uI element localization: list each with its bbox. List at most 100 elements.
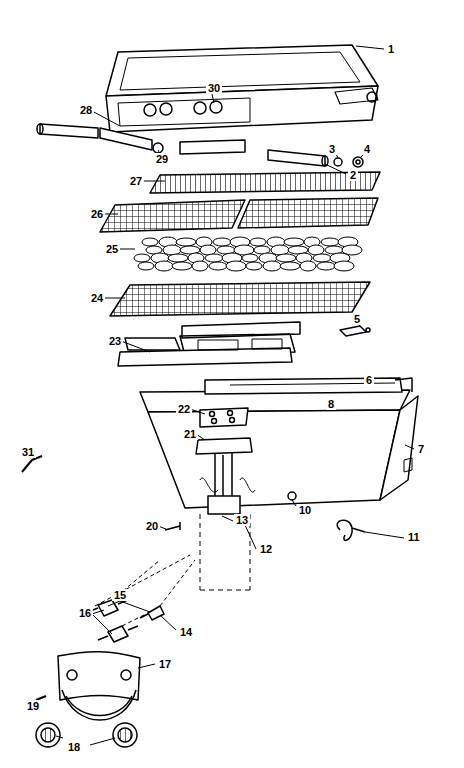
callout-number: 13 (234, 514, 250, 526)
drawing-stroke (288, 492, 296, 500)
callout-number: 10 (297, 504, 313, 516)
drawing-stroke (356, 160, 360, 164)
drawing-stroke (112, 560, 160, 626)
drawing-stroke (252, 339, 282, 349)
callout-number: 5 (352, 313, 362, 325)
drawing-stroke (113, 723, 137, 747)
drawing-stroke (100, 200, 245, 232)
drawing-stroke (208, 496, 240, 514)
drawing-stroke (153, 143, 163, 153)
handle-parts (37, 124, 363, 167)
callout-number: 30 (206, 82, 222, 94)
drawing-stroke (144, 104, 156, 116)
lava-rock (176, 238, 196, 246)
lava-rock (209, 262, 227, 270)
callout-number: 27 (128, 175, 144, 187)
drawing-stroke (56, 736, 115, 745)
drawing-stroke (95, 555, 195, 606)
callout-number: 21 (182, 428, 198, 440)
drawing-stroke (356, 46, 384, 49)
drawing-stroke (196, 438, 252, 454)
drawing-stroke (200, 408, 248, 427)
bracket (340, 326, 370, 336)
callout-number: 25 (104, 243, 120, 255)
drawing-stroke (194, 102, 206, 114)
callout-number: 19 (25, 700, 41, 712)
rock-grate-lower (110, 282, 370, 316)
drawing-stroke (37, 124, 43, 134)
lava-rock (226, 261, 246, 271)
drawing-stroke (210, 412, 215, 417)
drawing-stroke (222, 516, 233, 521)
drawing-stroke (22, 45, 418, 747)
drawing-stroke (230, 418, 235, 423)
drawing-stroke (148, 410, 400, 508)
valves (88, 555, 195, 642)
lava-rock (280, 262, 300, 270)
drawing-stroke (238, 198, 378, 228)
drawing-stroke (200, 478, 255, 492)
drawing-stroke (353, 157, 363, 167)
drawing-stroke (138, 664, 155, 668)
lava-rock (205, 254, 223, 262)
callout-number: 4 (362, 143, 372, 155)
lava-rock (168, 254, 188, 262)
control-knobs (36, 723, 137, 747)
drawing-stroke (118, 728, 132, 742)
drawing-stroke (40, 124, 98, 138)
callout-number: 14 (178, 626, 194, 638)
drawing-stroke (121, 670, 131, 680)
drawing-stroke (92, 111, 120, 126)
drawing-stroke (58, 652, 140, 700)
burner (118, 322, 300, 366)
drawing-stroke (41, 728, 55, 742)
callout-number: 18 (66, 741, 82, 753)
drawing-stroke (121, 341, 150, 352)
lava-rock (142, 238, 158, 246)
callout-number: 20 (144, 520, 160, 532)
drawing-stroke (180, 140, 245, 154)
drawing-stroke (62, 690, 136, 720)
drawing-stroke (103, 214, 118, 215)
lava-rock (200, 245, 216, 255)
drawing-stroke (118, 98, 250, 126)
drawing-stroke (100, 128, 152, 150)
drawing-stroke (106, 86, 378, 132)
lava-rock (263, 261, 281, 271)
drawing-stroke (366, 328, 370, 332)
callout-number: 16 (77, 607, 93, 619)
drawing-stroke (125, 338, 180, 350)
firebox (140, 378, 418, 508)
drawing-stroke (405, 445, 414, 449)
drawing-stroke (92, 610, 112, 634)
drawing-stroke (67, 670, 77, 680)
cooking-grate (150, 172, 380, 193)
callout-number: 28 (78, 104, 94, 116)
control-panel (58, 652, 140, 720)
clip (337, 520, 365, 540)
drawing-stroke (404, 458, 412, 472)
drawing-stroke (292, 500, 296, 506)
callout-number: 29 (154, 153, 170, 165)
callout-number: 6 (364, 374, 374, 386)
drawing-stroke (103, 298, 125, 299)
lava-rock (284, 238, 304, 246)
drawing-stroke (212, 94, 214, 103)
callout-number: 1 (386, 43, 396, 55)
lava-rock (313, 254, 331, 262)
callout-number: 26 (89, 208, 105, 220)
drawing-stroke (325, 164, 346, 174)
lava-rock (213, 238, 231, 246)
leader-lines (56, 46, 414, 745)
drawing-stroke (395, 378, 412, 392)
valve-assembly (196, 408, 255, 514)
lava-rock (334, 261, 354, 271)
igniter-wire (22, 456, 42, 472)
drawing-stroke (212, 419, 217, 424)
lava-rock (134, 254, 150, 262)
callout-number: 15 (112, 589, 128, 601)
callout-number: 3 (327, 143, 337, 155)
callout-number: 7 (416, 443, 426, 455)
lava-rock (172, 262, 192, 270)
